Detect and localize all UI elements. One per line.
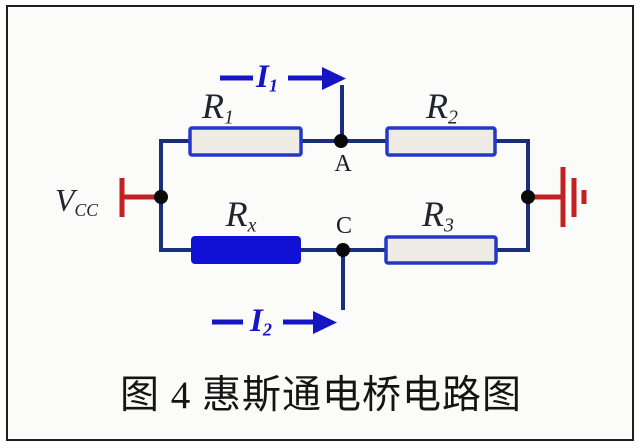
node-right-dot: [521, 190, 535, 204]
node-left-dot: [154, 190, 168, 204]
resistor-r2-body: [385, 126, 497, 157]
current-i2-arrow: [212, 311, 337, 334]
label-vcc: VCC: [55, 182, 99, 220]
current-i1-arrow: [220, 67, 346, 90]
resistor-rx-body: [191, 236, 301, 264]
vcc-terminal-icon: [119, 178, 159, 217]
label-r2: R2: [426, 86, 458, 129]
node-a-dot: [334, 134, 348, 148]
label-node-a: A: [334, 151, 352, 177]
label-i1: I1: [256, 59, 278, 96]
label-i2: I2: [250, 303, 272, 340]
resistor-r1-body: [188, 126, 303, 157]
label-rx: Rx: [225, 194, 257, 237]
figure-caption: 图 4 惠斯通电桥电路图: [119, 374, 522, 417]
i2-arrowhead-icon: [313, 311, 337, 334]
label-r1: R1: [202, 86, 234, 129]
label-node-c: C: [335, 213, 352, 239]
i1-arrowhead-icon: [322, 67, 346, 90]
node-c-dot: [336, 243, 350, 257]
resistor-r3-body: [384, 235, 498, 265]
label-r3: R3: [422, 194, 454, 237]
ground-icon: [531, 167, 587, 227]
